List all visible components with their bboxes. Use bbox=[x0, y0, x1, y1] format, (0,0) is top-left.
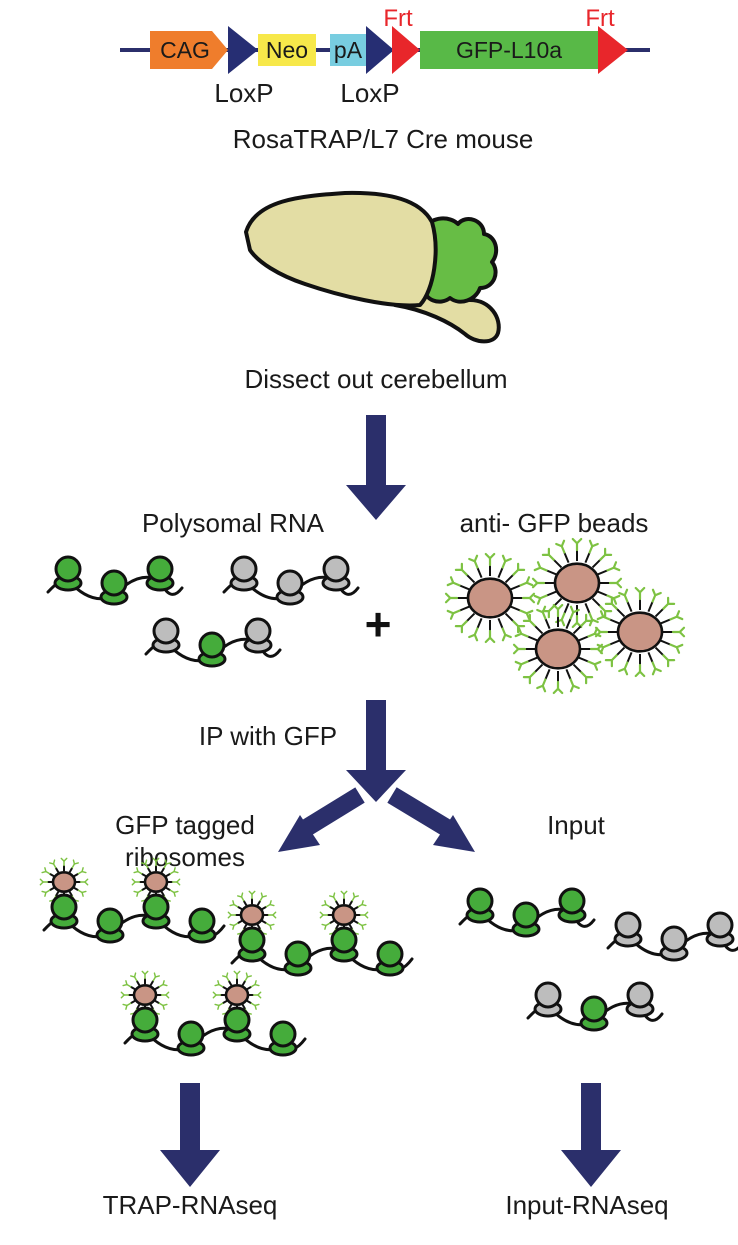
ribosome-icon bbox=[465, 887, 495, 924]
ribosome-icon bbox=[99, 569, 129, 606]
ip-label: IP with GFP bbox=[199, 721, 337, 751]
ribosome-icon bbox=[130, 1006, 160, 1043]
ribosome-icon bbox=[321, 555, 351, 592]
ribosome-icon bbox=[275, 569, 305, 606]
ribosome-icon bbox=[659, 925, 689, 962]
ribosome-icon bbox=[141, 893, 171, 930]
ribosome-icon bbox=[533, 981, 563, 1018]
ribosome-icon bbox=[283, 940, 313, 977]
input-label: Input bbox=[547, 810, 606, 840]
polysomal-label: Polysomal RNA bbox=[142, 508, 325, 538]
ribosome-icon bbox=[329, 926, 359, 963]
arrow-left-branch-icon bbox=[278, 815, 320, 852]
trap-polysome-3 bbox=[120, 970, 307, 1057]
ribosome-icon bbox=[375, 940, 405, 977]
polysome-green-1 bbox=[46, 555, 184, 606]
bead-icon bbox=[512, 603, 604, 695]
frt-label-2: Frt bbox=[585, 5, 615, 32]
ribosome-icon bbox=[222, 1006, 252, 1043]
gfp-l10a-label: GFP-L10a bbox=[456, 37, 562, 63]
bead-icon bbox=[131, 857, 181, 907]
ribosome-icon bbox=[176, 1020, 206, 1057]
input-polysome-gray-2 bbox=[526, 981, 664, 1032]
tagged-label-line2: ribosomes bbox=[125, 842, 245, 872]
beads-label: anti- GFP beads bbox=[460, 508, 649, 538]
ribosome-icon bbox=[243, 617, 273, 654]
loxp-site-2-icon bbox=[366, 26, 394, 74]
ribosome-icon bbox=[625, 981, 655, 1018]
arrow-down-icon bbox=[346, 415, 406, 520]
anti-gfp-beads bbox=[444, 537, 686, 695]
ribosome-icon bbox=[197, 631, 227, 668]
pa-cassette bbox=[330, 34, 366, 66]
input-polysome-gray-1 bbox=[606, 911, 738, 962]
ribosome-icon bbox=[229, 555, 259, 592]
ribosome-icon bbox=[187, 907, 217, 944]
dissect-label: Dissect out cerebellum bbox=[245, 364, 508, 394]
ribosome-icon bbox=[53, 555, 83, 592]
cag-label: CAG bbox=[160, 37, 210, 63]
mouse-label: RosaTRAP/L7 Cre mouse bbox=[233, 124, 534, 154]
cerebellum bbox=[422, 216, 499, 304]
ribosome-icon bbox=[705, 911, 735, 948]
trap-polysome-2 bbox=[227, 890, 414, 977]
brain-icon bbox=[244, 190, 501, 344]
tagged-label-line1: GFP tagged bbox=[115, 810, 255, 840]
gfp-l10a-cassette bbox=[420, 31, 598, 69]
loxp-site-1-icon bbox=[228, 26, 258, 74]
ribosome-icon bbox=[268, 1020, 298, 1057]
bead-icon bbox=[531, 537, 623, 629]
input-output-label: Input-RNAseq bbox=[505, 1190, 668, 1220]
cag-promoter-arrow bbox=[150, 31, 228, 69]
ribosome-icon bbox=[511, 901, 541, 938]
bead-icon bbox=[319, 890, 369, 940]
plus-sign: + bbox=[365, 598, 392, 650]
pa-label: pA bbox=[334, 37, 363, 63]
ribosome-icon bbox=[557, 887, 587, 924]
loxp-label-1: LoxP bbox=[214, 78, 273, 108]
neo-cassette bbox=[258, 34, 316, 66]
bead-icon bbox=[594, 586, 686, 678]
arrow-down-icon bbox=[160, 1083, 220, 1187]
bead-icon bbox=[120, 970, 170, 1020]
trap-output-label: TRAP-RNAseq bbox=[103, 1190, 278, 1220]
ribosome-icon bbox=[49, 893, 79, 930]
loxp-label-2: LoxP bbox=[340, 78, 399, 108]
ribosome-icon bbox=[151, 617, 181, 654]
input-polysome-green bbox=[458, 887, 596, 938]
cerebrum bbox=[244, 190, 438, 308]
split-arrow bbox=[278, 700, 475, 852]
neo-label: Neo bbox=[266, 37, 308, 63]
transgene-construct: CAG Neo pA GFP-L10a LoxP LoxP Frt Frt bbox=[120, 5, 650, 108]
trap-polysome-1 bbox=[39, 857, 226, 944]
ribosome-icon bbox=[237, 926, 267, 963]
bead-icon bbox=[444, 552, 536, 644]
arrow-down-icon bbox=[346, 700, 406, 802]
frt-label-1: Frt bbox=[383, 5, 413, 32]
ribosome-icon bbox=[613, 911, 643, 948]
ribosome-icon bbox=[145, 555, 175, 592]
ribosome-icon bbox=[95, 907, 125, 944]
frt-site-1-icon bbox=[392, 26, 420, 74]
frt-site-2-icon bbox=[598, 26, 628, 74]
polysome-gray-1 bbox=[222, 555, 360, 606]
arrow-down-icon bbox=[561, 1083, 621, 1187]
ribosome-icon bbox=[579, 995, 609, 1032]
arrow-right-branch-icon bbox=[433, 815, 475, 852]
polysome-gray-2 bbox=[144, 617, 282, 668]
